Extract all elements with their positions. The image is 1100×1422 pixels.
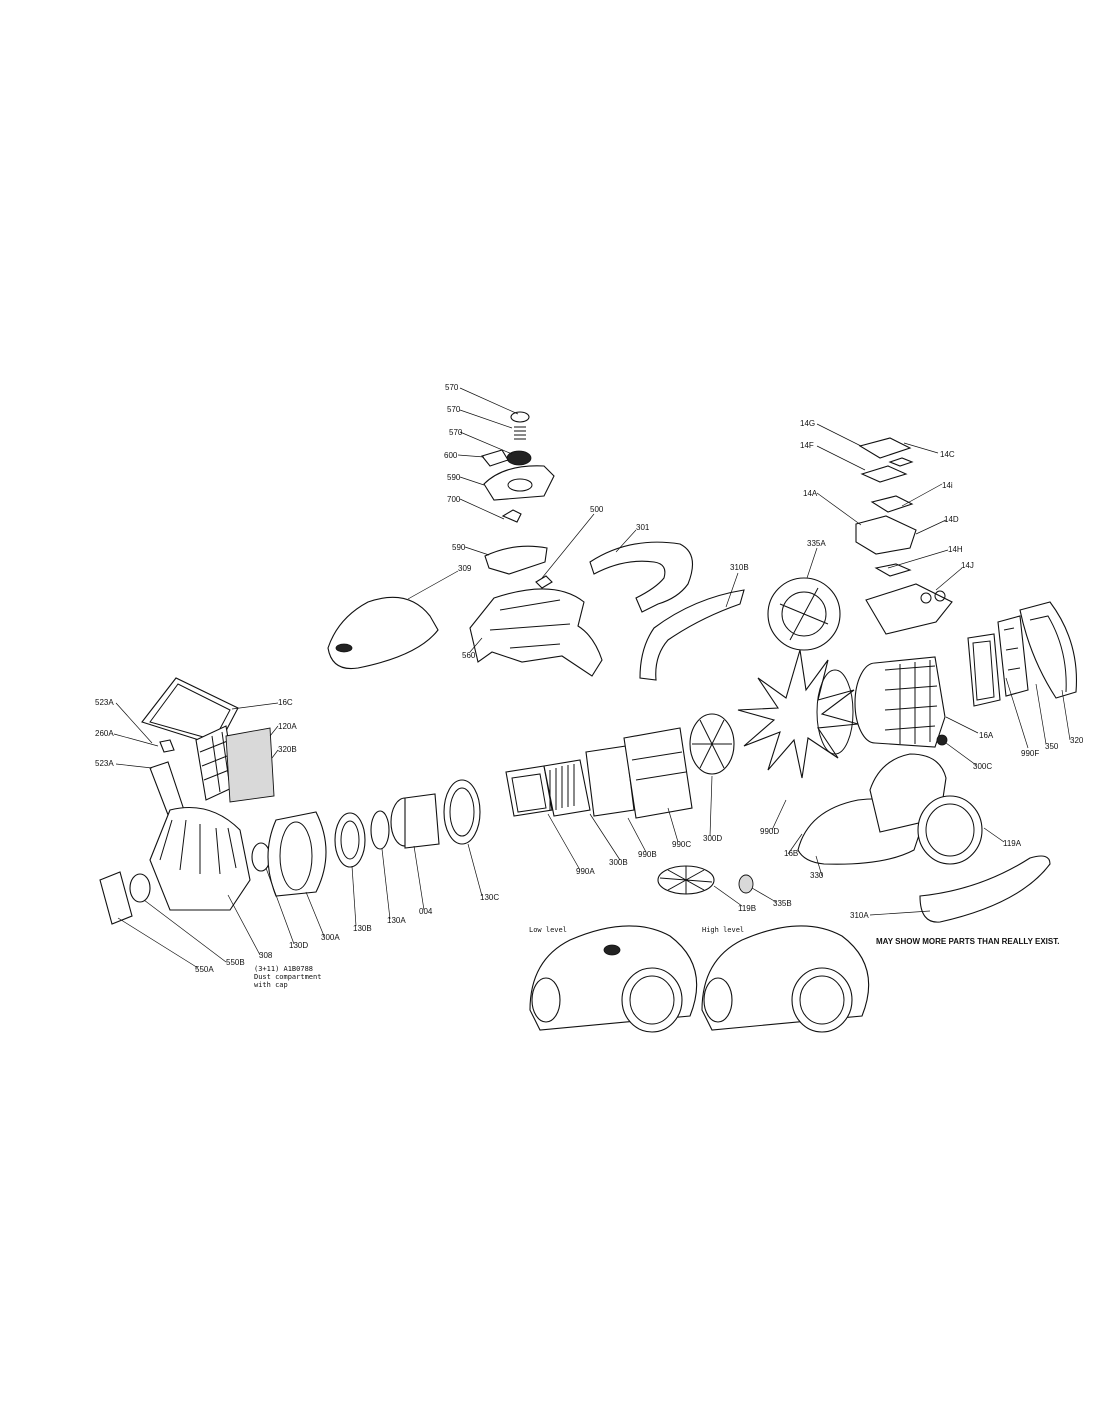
label-260A: 260A <box>95 729 114 738</box>
control-board-stack <box>855 437 953 635</box>
motor-cage-16A <box>854 656 946 748</box>
label-300B: 300B <box>609 858 628 867</box>
label-300C: 300C <box>973 762 992 771</box>
label-990F: 990F <box>1021 749 1039 758</box>
part-labels: 570 570 570 600 590 700 590 500 301 309 … <box>95 383 1084 974</box>
label-350: 350 <box>1045 742 1059 751</box>
label-550B: 550B <box>226 958 245 967</box>
leader-lines <box>113 387 1071 969</box>
label-330: 330 <box>810 871 824 880</box>
label-14F: 14F <box>800 441 814 450</box>
label-600: 600 <box>444 451 458 460</box>
label-120A: 120A <box>278 722 297 731</box>
label-14H: 14H <box>948 545 963 554</box>
ring-130B <box>334 812 366 868</box>
label-14G: 14G <box>800 419 815 428</box>
flange-300A <box>267 811 327 897</box>
label-119A: 119A <box>1003 839 1022 848</box>
top-lid-assembly <box>481 411 555 589</box>
wheel-hub-119B <box>657 865 715 895</box>
label-308: 308 <box>259 951 273 960</box>
disclaimer-note: MAY SHOW MORE PARTS THAN REALLY EXIST. <box>876 937 1059 946</box>
label-16B: 16B <box>784 849 798 858</box>
label-320: 320 <box>1070 736 1084 745</box>
dust-compartment-note: (3+11) A1B0788 <box>254 965 313 973</box>
cap-130C <box>443 779 481 845</box>
side-panel-310A <box>919 855 1051 923</box>
label-990A: 990A <box>576 867 595 876</box>
label-310B: 310B <box>730 563 749 572</box>
label-300D: 300D <box>703 834 722 843</box>
label-523A: 523A <box>95 698 114 707</box>
label-004: 004 <box>419 907 433 916</box>
label-130C: 130C <box>480 893 499 902</box>
high-level-label: High level <box>702 926 744 934</box>
sleeve-990C <box>623 727 693 819</box>
latch-260A <box>159 739 175 753</box>
label-310A: 310A <box>850 911 869 920</box>
star-gasket-990D <box>737 649 859 779</box>
side-rail-310B <box>639 589 745 681</box>
label-560: 560 <box>462 651 476 660</box>
label-700: 700 <box>447 495 461 504</box>
label-14i: 14i <box>942 481 953 490</box>
label-130D: 130D <box>289 941 308 950</box>
label-300A: 300A <box>321 933 340 942</box>
label-570: 570 <box>449 428 463 437</box>
wheel-119A <box>917 795 983 865</box>
label-590: 590 <box>452 543 466 552</box>
label-14J: 14J <box>961 561 974 570</box>
low-level-label: Low level <box>529 926 567 934</box>
label-14A: 14A <box>803 489 818 498</box>
label-16C: 16C <box>278 698 293 707</box>
label-14D: 14D <box>944 515 959 524</box>
label-335B: 335B <box>773 899 792 908</box>
cap-335B <box>738 874 754 894</box>
label-320B: 320B <box>278 745 297 754</box>
label-130A: 130A <box>387 916 406 925</box>
dust-compartment-note: with cap <box>254 981 288 989</box>
disc-130D <box>251 842 271 872</box>
label-309: 309 <box>458 564 472 573</box>
notes: (3+11) A1B0788 Dust compartment with cap… <box>254 926 1059 989</box>
top-hood-309 <box>327 596 439 670</box>
label-550A: 550A <box>195 965 214 974</box>
label-335A: 335A <box>807 539 826 548</box>
carry-handle-301 <box>589 541 694 613</box>
ring-550B <box>129 873 151 903</box>
label-523A: 523A <box>95 759 114 768</box>
sleeve-990B <box>585 745 635 817</box>
label-990D: 990D <box>760 827 779 836</box>
front-cover-550A <box>99 871 133 925</box>
filter-350 <box>997 615 1029 697</box>
sealing-ring <box>816 669 854 755</box>
knob-300C <box>936 734 948 746</box>
body-frame-560 <box>469 588 603 677</box>
ring-130A <box>370 810 390 850</box>
motor-004 <box>390 793 440 849</box>
label-990B: 990B <box>638 850 657 859</box>
vacuum-high-level <box>701 925 870 1033</box>
dust-compartment-note: Dust compartment <box>254 973 321 981</box>
label-14C: 14C <box>940 450 955 459</box>
label-590: 590 <box>447 473 461 482</box>
label-500: 500 <box>590 505 604 514</box>
label-570: 570 <box>447 405 461 414</box>
vacuum-low-level <box>529 925 698 1033</box>
rear-grille-320 <box>1019 601 1078 699</box>
fan-300D <box>689 713 735 775</box>
motor-housing-335A <box>767 577 841 651</box>
label-990C: 990C <box>672 840 691 849</box>
label-301: 301 <box>636 523 650 532</box>
label-130B: 130B <box>353 924 372 933</box>
label-16A: 16A <box>979 731 994 740</box>
label-119B: 119B <box>738 904 756 913</box>
label-570: 570 <box>445 383 459 392</box>
dust-bucket-308 <box>149 806 251 911</box>
filter-120A <box>225 727 275 803</box>
